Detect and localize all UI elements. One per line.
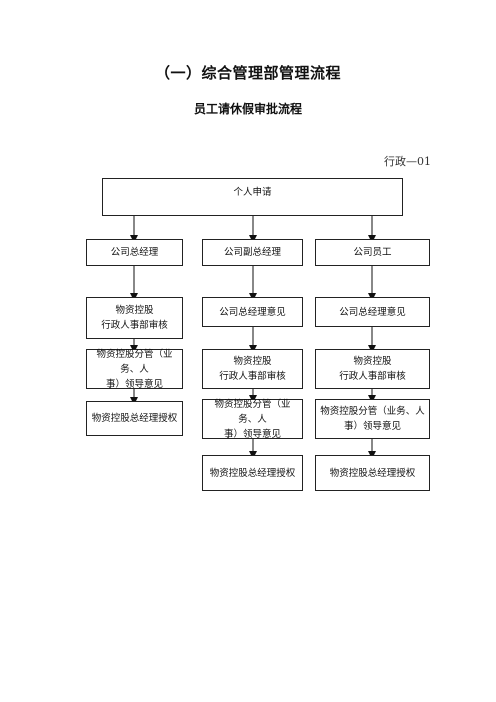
col2-step2-box: 物资控股 行政人事部审核: [202, 349, 303, 389]
col1-step3-label: 物资控股总经理授权: [91, 413, 178, 424]
col1-step1-box: 物资控股 行政人事部审核: [86, 297, 183, 339]
col3-step4-box: 物资控股总经理授权: [315, 455, 430, 491]
col3-step4-label: 物资控股总经理授权: [329, 467, 416, 479]
col1-head-label: 公司总经理: [110, 247, 159, 258]
col2-step2-label: 物资控股 行政人事部审核: [219, 356, 286, 382]
col3-step3-box: 物资控股分管（业务、人 事）领导意见: [315, 399, 430, 439]
col2-step1-box: 公司总经理意见: [202, 297, 303, 327]
col3-step2-box: 物资控股 行政人事部审核: [315, 349, 430, 389]
col1-step1-label: 物资控股 行政人事部审核: [101, 305, 168, 331]
col3-step1-box: 公司总经理意见: [315, 297, 430, 327]
col3-step3-label: 物资控股分管（业务、人 事）领导意见: [320, 406, 425, 432]
col2-step3-label: 物资控股分管（业务、人 事）领导意见: [214, 398, 291, 440]
col3-step1-label: 公司总经理意见: [339, 306, 406, 318]
page-subtitle: 员工请休假审批流程: [193, 102, 302, 116]
col2-step1-label: 公司总经理意见: [219, 306, 286, 318]
apply-box: 个人申请: [102, 178, 403, 216]
col2-head-box: 公司副总经理: [202, 239, 303, 266]
col2-step4-label: 物资控股总经理授权: [209, 467, 296, 479]
page-title: （一）综合管理部管理流程: [154, 64, 341, 82]
col1-step2-box: 物资控股分管（业务、人 事）领导意见: [86, 348, 183, 390]
apply-box-label: 个人申请: [233, 187, 272, 198]
col2-head-label: 公司副总经理: [223, 247, 281, 258]
col1-step2-label: 物资控股分管（业务、人 事）领导意见: [96, 348, 173, 390]
col3-head-label: 公司员工: [353, 247, 392, 258]
col3-step2-label: 物资控股 行政人事部审核: [339, 356, 406, 382]
col1-step3-box: 物资控股总经理授权: [86, 401, 183, 436]
col3-head-box: 公司员工: [315, 239, 430, 266]
col2-step3-box: 物资控股分管（业务、人 事）领导意见: [202, 398, 303, 440]
col2-step4-box: 物资控股总经理授权: [202, 455, 303, 491]
col1-head-box: 公司总经理: [86, 239, 183, 266]
document-number: 行政—01: [384, 155, 431, 168]
